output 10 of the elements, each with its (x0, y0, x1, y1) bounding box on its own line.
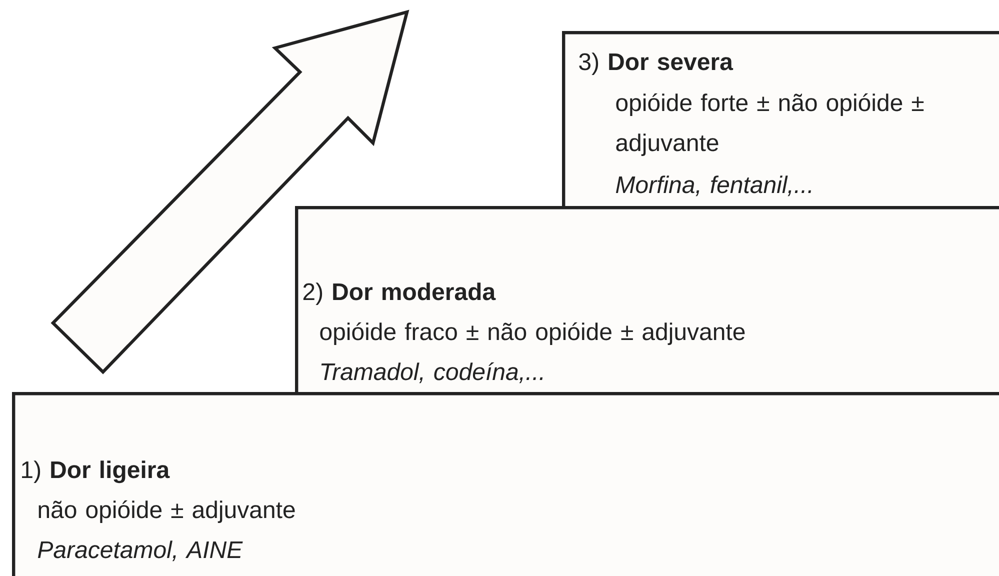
step-description: opióide fraco ± não opióide ± adjuvante (320, 322, 745, 345)
step-description: opióide forte ± não opióide ± adjuvante (616, 93, 924, 156)
step-heading: 3) Dor severa (579, 52, 734, 75)
step-examples: Morfina, fentanil,... (616, 176, 811, 196)
step-examples: Tramadol, codeína,... (321, 362, 543, 384)
step-description: não opióide ± adjuvante (38, 500, 295, 523)
step-heading: 1) Dor ligeira (22, 460, 170, 484)
step-box (12, 392, 999, 576)
step-examples: Paracetamol, AINE (38, 540, 243, 562)
step-heading: 2) Dor moderada (303, 282, 496, 305)
